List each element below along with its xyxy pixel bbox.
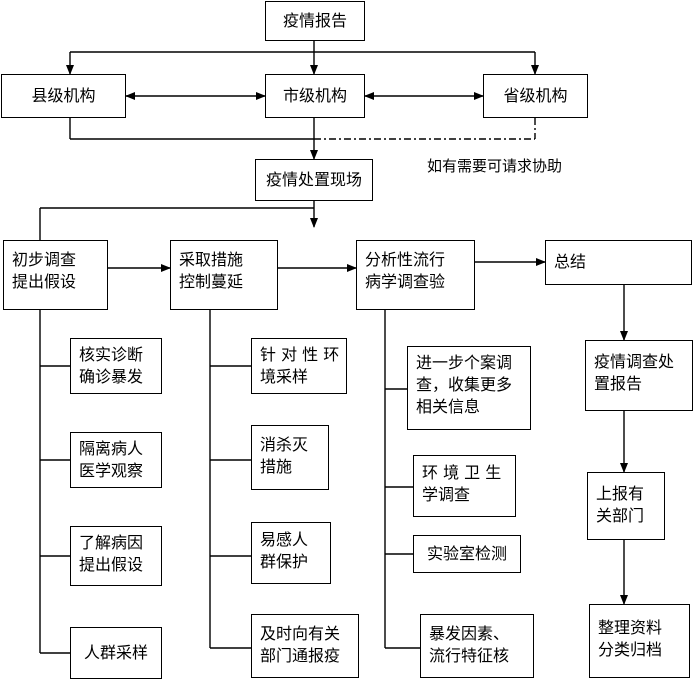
col2-item-2-line2: 措施 xyxy=(260,457,293,476)
city-agency-label: 市级机构 xyxy=(282,86,347,105)
summary-box: 总结 xyxy=(545,240,692,285)
col1-item-1-line2: 确诊暴发 xyxy=(79,367,144,386)
col3-item-2-line1: 环 境 卫 生 xyxy=(422,463,502,482)
col1-item-3-line2: 提出假设 xyxy=(79,555,144,574)
step1-line1: 初步调查 xyxy=(12,250,77,269)
county-agency-box: 县级机构 xyxy=(1,74,126,118)
col3-item-4-line2: 流行特征核 xyxy=(429,646,510,665)
col1-item-2-line1: 隔离病人 xyxy=(79,439,144,458)
col1-item-1: 核实诊断 确诊暴发 xyxy=(70,338,162,394)
assist-note: 如有需要可请求协助 xyxy=(427,157,563,175)
col2-item-3-line2: 群保护 xyxy=(260,552,309,571)
step3-line2: 病学调查验 xyxy=(365,272,446,291)
epidemic-report-label: 疫情报告 xyxy=(282,11,347,30)
step2-line2: 控制蔓延 xyxy=(179,272,244,291)
col1-item-1-line1: 核实诊断 xyxy=(79,345,144,364)
col2-item-3: 易感人 群保护 xyxy=(251,522,331,584)
col2-item-3-line1: 易感人 xyxy=(260,530,309,549)
col3-item-3-line1: 实验室检测 xyxy=(426,544,507,563)
step2-line1: 采取措施 xyxy=(179,250,244,269)
col4-item-2-line1: 上报有 xyxy=(596,484,645,503)
step1-line2: 提出假设 xyxy=(12,272,77,291)
col3-item-1-line2: 查，收集更多 xyxy=(416,375,513,394)
onsite-box: 疫情处置现场 xyxy=(255,159,373,201)
col2-item-1-line2: 境采样 xyxy=(260,367,309,386)
onsite-label: 疫情处置现场 xyxy=(265,170,362,189)
col4-item-1-line2: 置报告 xyxy=(594,374,643,393)
col3-item-3: 实验室检测 xyxy=(413,535,521,573)
col3-item-2: 环 境 卫 生 学调查 xyxy=(413,455,516,517)
county-agency-label: 县级机构 xyxy=(31,86,96,105)
col1-item-4: 人群采样 xyxy=(70,627,162,679)
province-agency-label: 省级机构 xyxy=(503,86,568,105)
step2-box: 采取措施 控制蔓延 xyxy=(170,240,278,310)
step3-box: 分析性流行 病学调查验 xyxy=(356,240,475,310)
col4-item-1: 疫情调查处 置报告 xyxy=(585,340,693,411)
col1-item-3: 了解病因 提出假设 xyxy=(70,526,162,586)
col2-item-1: 针 对 性 环 境采样 xyxy=(251,338,347,394)
col1-item-3-line1: 了解病因 xyxy=(79,533,144,552)
epidemic-report-box: 疫情报告 xyxy=(265,1,365,41)
col2-item-4-line2: 部门通报疫 xyxy=(260,646,341,665)
col3-item-1-line1: 进一步个案调 xyxy=(416,353,513,372)
step1-box: 初步调查 提出假设 xyxy=(3,240,108,310)
col4-item-1-line1: 疫情调查处 xyxy=(594,352,675,371)
col4-item-3-line1: 整理资料 xyxy=(598,618,663,637)
col4-item-3-line2: 分类归档 xyxy=(598,640,663,659)
col3-item-4-line1: 暴发因素、 xyxy=(429,624,510,643)
col2-item-1-line1: 针 对 性 环 xyxy=(260,345,340,364)
col1-item-2-line2: 医学观察 xyxy=(79,461,144,480)
col4-item-3: 整理资料 分类归档 xyxy=(589,604,690,678)
step3-line1: 分析性流行 xyxy=(365,250,446,269)
city-agency-box: 市级机构 xyxy=(265,74,365,118)
col3-item-2-line2: 学调查 xyxy=(422,485,471,504)
summary-label: 总结 xyxy=(554,252,587,271)
col4-item-2-line2: 关部门 xyxy=(596,506,645,525)
col2-item-4-line1: 及时向有关 xyxy=(260,624,341,643)
col1-item-4-line1: 人群采样 xyxy=(83,643,148,662)
col2-item-2-line1: 消杀灭 xyxy=(260,435,309,454)
col2-item-4: 及时向有关 部门通报疫 xyxy=(251,614,359,678)
province-agency-box: 省级机构 xyxy=(483,74,588,118)
col3-item-1: 进一步个案调 查，收集更多 相关信息 xyxy=(407,346,531,430)
col3-item-1-line3: 相关信息 xyxy=(416,397,481,416)
col3-item-4: 暴发因素、 流行特征核 xyxy=(420,614,534,678)
col1-item-2: 隔离病人 医学观察 xyxy=(70,432,162,488)
col2-item-2: 消杀灭 措施 xyxy=(251,425,329,490)
col4-item-2: 上报有 关部门 xyxy=(587,472,665,540)
